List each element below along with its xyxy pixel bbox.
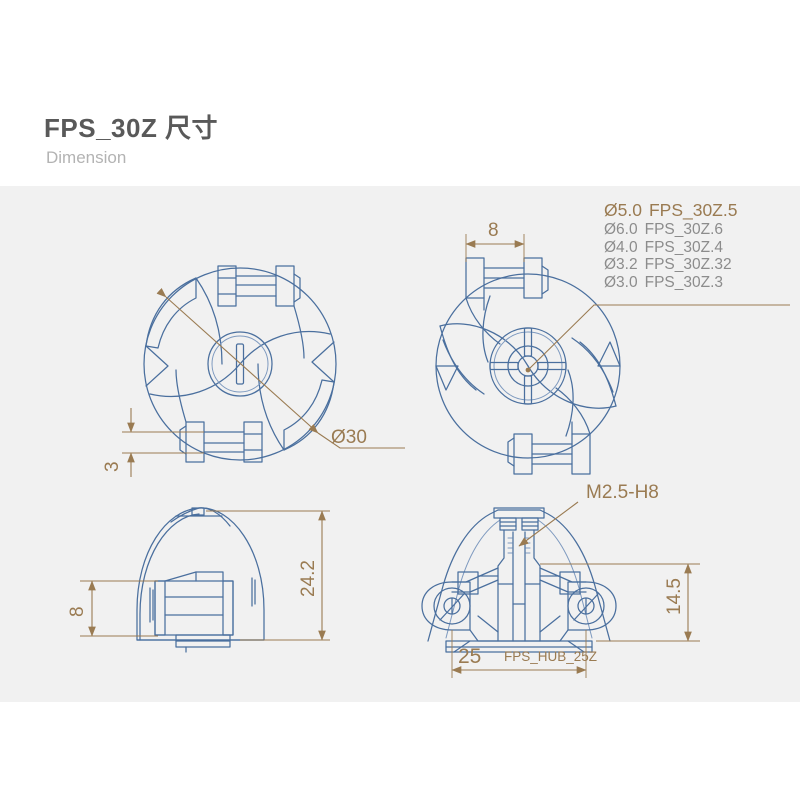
option-row: Ø3.0 FPS_30Z.3 (604, 274, 737, 292)
svg-text:24.2: 24.2 (298, 560, 319, 597)
view-front: Ø30 3 (102, 265, 405, 477)
page-title: FPS_30Z 尺寸 (44, 113, 219, 143)
option-row: Ø3.2 FPS_30Z.32 (604, 256, 737, 274)
technical-drawing: .ln{fill:none;stroke:#4a6f9e;stroke-widt… (67, 220, 790, 678)
svg-text:FPS_HUB_25Z: FPS_HUB_25Z (504, 649, 597, 664)
option-diameter: Ø5.0 (604, 200, 642, 220)
option-code: FPS_30Z.32 (644, 256, 732, 273)
drawing-panel: .ln{fill:none;stroke:#4a6f9e;stroke-widt… (0, 186, 800, 702)
lug-upper (217, 265, 305, 359)
svg-text:3: 3 (102, 461, 123, 472)
option-code: FPS_30Z.6 (644, 221, 724, 238)
rear-lug-upper (465, 257, 549, 345)
svg-text:8: 8 (488, 220, 499, 241)
svg-text:Ø30: Ø30 (331, 427, 367, 448)
lug-lower (175, 369, 263, 463)
view-rear: 8 (435, 220, 790, 475)
option-row: Ø6.0 FPS_30Z.6 (604, 221, 737, 239)
option-diameter: Ø3.2 (604, 256, 638, 273)
option-diameter: Ø4.0 (604, 238, 638, 256)
svg-text:25: 25 (458, 645, 481, 668)
dim-linear-25: 25 FPS_HUB_25Z (451, 630, 597, 678)
svg-text:14.5: 14.5 (664, 578, 685, 615)
svg-text:8: 8 (67, 606, 88, 617)
dim-linear-8-top: 8 (465, 220, 525, 262)
option-diameter: Ø3.0 (604, 273, 638, 291)
dim-linear-14-5: 14.5 (540, 563, 700, 642)
dim-linear-8-side: 8 (67, 580, 158, 637)
view-section: M2.5-H8 14.5 25 FPS_HUB_25Z (421, 482, 700, 678)
page-footer (0, 702, 800, 800)
view-side: 8 24.2 (67, 507, 330, 653)
svg-text:M2.5-H8: M2.5-H8 (586, 482, 659, 503)
option-code: FPS_30Z.4 (644, 238, 724, 256)
option-row: Ø4.0 FPS_30Z.4 (604, 239, 737, 257)
dim-diameter-30: Ø30 (156, 287, 405, 449)
dim-thread-m25: M2.5-H8 (518, 482, 659, 547)
page-header: FPS_30Z 尺寸 Dimension (0, 0, 800, 186)
dim-linear-24-2: 24.2 (206, 510, 330, 641)
option-diameter: Ø6.0 (604, 221, 638, 238)
page-subtitle: Dimension (46, 148, 127, 167)
dim-linear-3: 3 (102, 408, 204, 477)
option-row: Ø5.0 FPS_30Z.5 (604, 200, 737, 221)
option-code: FPS_30Z.3 (644, 273, 724, 291)
option-code: FPS_30Z.5 (648, 200, 738, 220)
rear-lug-lower (507, 387, 591, 475)
leader-option-table (525, 304, 790, 373)
